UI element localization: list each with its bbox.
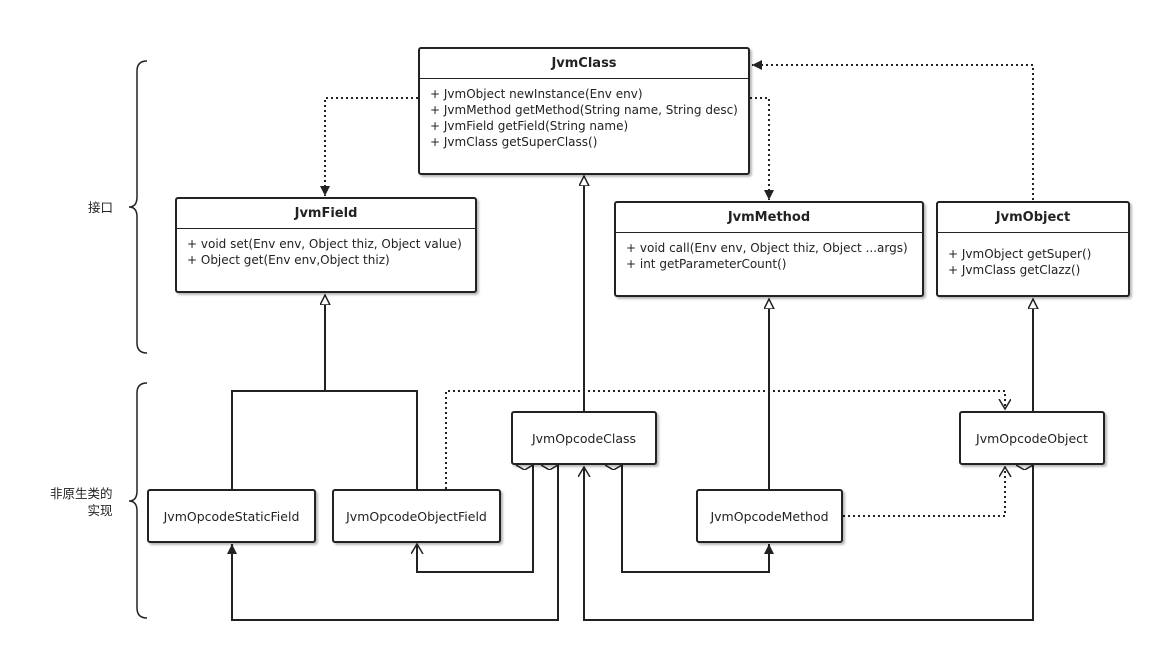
jvm-opcode-class-box: JvmOpcodeClass xyxy=(511,411,657,465)
field-realization-tree xyxy=(231,295,418,489)
jvm-object-title: JvmObject xyxy=(938,203,1128,233)
member-new-instance: + JvmObject newInstance(Env env) xyxy=(430,87,643,101)
implementation-label-line2: 实现 xyxy=(87,503,113,518)
interface-label: 接口 xyxy=(88,200,114,215)
jvm-field-box: JvmField + void set(Env env, Object thiz… xyxy=(175,197,477,293)
interface-brace xyxy=(128,60,148,354)
implementation-label-line1: 非原生类的 xyxy=(50,486,113,501)
jvm-object-members: + JvmObject getSuper() + JvmClass getCla… xyxy=(938,233,1128,284)
jvm-class-members: + JvmObject newInstance(Env env) + JvmMe… xyxy=(420,79,748,156)
class-aggregates-static-field xyxy=(232,465,558,621)
jvm-object-box: JvmObject + JvmObject getSuper() + JvmCl… xyxy=(936,201,1130,297)
member-get-parameter-count: + int getParameterCount() xyxy=(626,257,787,271)
jvm-method-members: + void call(Env env, Object thiz, Object… xyxy=(616,233,922,278)
member-get-field: + JvmField getField(String name) xyxy=(430,119,629,133)
class-to-method-dependency xyxy=(750,97,774,200)
jvm-class-box: JvmClass + JvmObject newInstance(Env env… xyxy=(418,47,750,175)
jvm-opcode-static-field-box: JvmOpcodeStaticField xyxy=(147,489,316,543)
class-aggregates-method xyxy=(622,465,769,573)
jvm-class-title: JvmClass xyxy=(420,49,748,79)
jvm-field-title: JvmField xyxy=(177,199,475,229)
member-get-method: + JvmMethod getMethod(String name, Strin… xyxy=(430,103,738,117)
member-set: + void set(Env env, Object thiz, Object … xyxy=(187,237,462,251)
jvm-opcode-method-box: JvmOpcodeMethod xyxy=(696,489,843,543)
jvm-opcode-object-field-box: JvmOpcodeObjectField xyxy=(332,489,501,543)
member-get-super: + JvmObject getSuper() xyxy=(948,247,1092,261)
object-field-to-opcode-object-dependency xyxy=(445,390,1005,489)
member-get-super-class: + JvmClass getSuperClass() xyxy=(430,135,598,149)
jvm-opcode-object-box: JvmOpcodeObject xyxy=(959,411,1105,465)
object-to-class-dependency xyxy=(752,60,1034,200)
implementation-label: 非原生类的 实现 xyxy=(50,485,113,519)
class-to-field-dependency xyxy=(320,97,418,196)
jvm-field-members: + void set(Env env, Object thiz, Object … xyxy=(177,229,475,274)
jvm-method-box: JvmMethod + void call(Env env, Object th… xyxy=(614,201,924,297)
member-call: + void call(Env env, Object thiz, Object… xyxy=(626,241,908,255)
jvm-method-title: JvmMethod xyxy=(616,203,922,233)
method-to-opcode-object-dependency xyxy=(843,467,1005,517)
member-get-clazz: + JvmClass getClazz() xyxy=(948,263,1081,277)
object-aggregates-class xyxy=(584,465,1033,621)
implementation-brace xyxy=(128,382,148,619)
member-get: + Object get(Env env,Object thiz) xyxy=(187,253,390,267)
